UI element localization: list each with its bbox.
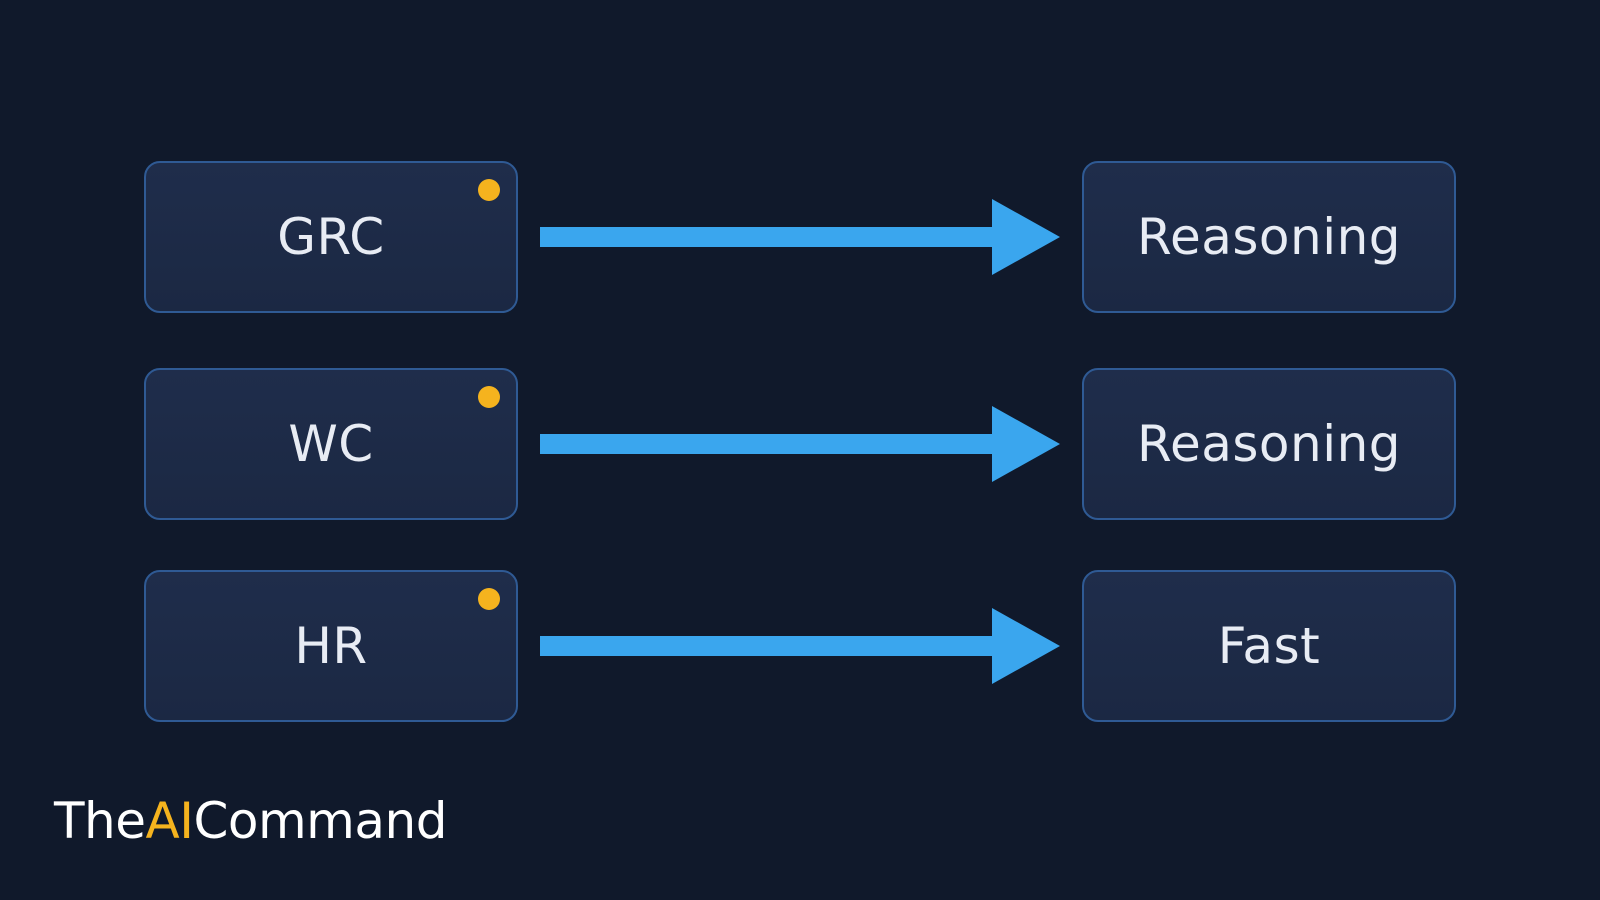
source-box-wc: WC	[144, 368, 518, 520]
target-box-reasoning: Reasoning	[1082, 368, 1456, 520]
brand-part-command: Command	[193, 792, 447, 850]
status-dot-icon	[478, 588, 500, 610]
brand-part-ai: AI	[145, 792, 194, 850]
brand-logo: TheAICommand	[54, 796, 447, 846]
target-label: Fast	[1217, 617, 1321, 675]
source-box-grc: GRC	[144, 161, 518, 313]
source-label: HR	[294, 617, 368, 675]
target-label: Reasoning	[1136, 208, 1402, 266]
source-label: GRC	[277, 208, 385, 266]
target-box-fast: Fast	[1082, 570, 1456, 722]
route-row: HR Fast	[0, 570, 1600, 726]
right-arrow-icon	[540, 406, 1060, 482]
brand-part-the: The	[54, 792, 146, 850]
source-box-hr: HR	[144, 570, 518, 722]
target-box-reasoning: Reasoning	[1082, 161, 1456, 313]
route-row: GRC Reasoning	[0, 161, 1600, 317]
route-row: WC Reasoning	[0, 368, 1600, 524]
target-label: Reasoning	[1136, 415, 1402, 473]
right-arrow-icon	[540, 608, 1060, 684]
right-arrow-icon	[540, 199, 1060, 275]
status-dot-icon	[478, 386, 500, 408]
status-dot-icon	[478, 179, 500, 201]
source-label: WC	[288, 415, 374, 473]
